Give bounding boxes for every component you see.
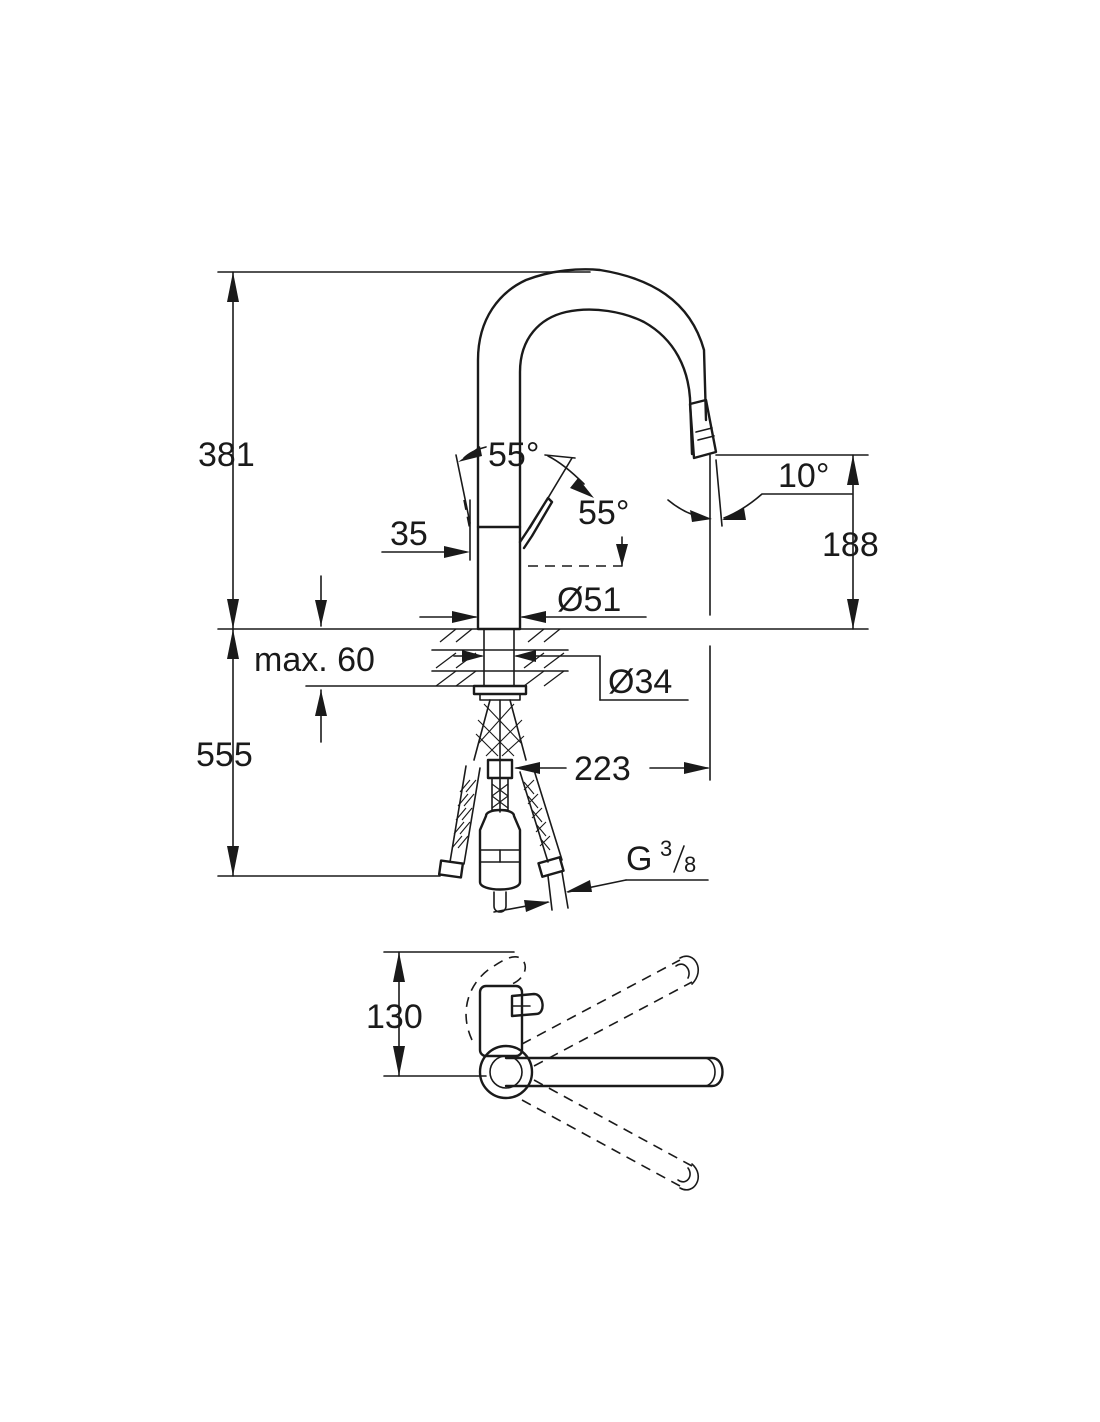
- dimension-max-60-label: max. 60: [254, 641, 375, 679]
- dimension-555-label: 555: [196, 736, 253, 774]
- spout-gooseneck: [476, 268, 718, 529]
- plan-spout-rotated-down: [521, 1079, 699, 1191]
- lever-position-marker: [528, 536, 628, 567]
- dimension-d51: [419, 611, 647, 623]
- plan-spout-center: [504, 1056, 724, 1088]
- dimension-35: [381, 499, 471, 561]
- dimension-381: [217, 271, 591, 630]
- hose-weight: [478, 808, 522, 913]
- plan-view: 130: [366, 951, 724, 1191]
- countertop-section: [431, 628, 569, 687]
- dimension-555: [217, 628, 441, 877]
- side-elevation-view: 381 188 10° 55: [196, 268, 879, 913]
- lever-swing-arc: [465, 955, 527, 1041]
- g-thread-label: G: [626, 840, 652, 878]
- dimension-381-label: 381: [198, 436, 255, 474]
- g-thread-denominator: 8: [684, 852, 696, 877]
- dimension-max-60: [305, 575, 485, 743]
- faucet-body: [476, 525, 522, 631]
- g-thread-fraction-slash: [673, 845, 685, 873]
- g-thread-numerator: 3: [660, 836, 672, 861]
- dimension-35-label: 35: [390, 515, 428, 553]
- dimension-188: [715, 454, 869, 630]
- lever-handle: [518, 496, 554, 550]
- dimension-130-label: 130: [366, 998, 423, 1036]
- left-supply-hose: [437, 765, 481, 879]
- dimension-d34: [453, 650, 689, 701]
- dimension-d34-label: Ø34: [608, 663, 672, 701]
- plan-base-ring: [478, 1044, 534, 1100]
- right-supply-hose: [519, 769, 569, 911]
- angle-55-top: [455, 446, 594, 531]
- dimension-d51-label: Ø51: [557, 581, 621, 619]
- dimension-223-label: 223: [574, 750, 631, 788]
- dimension-130: [383, 951, 515, 1077]
- dimension-188-label: 188: [822, 526, 879, 564]
- plan-spout-rotated-up: [521, 955, 699, 1067]
- angle-10-degrees: [667, 454, 853, 616]
- mounting-hardware: [472, 684, 528, 813]
- angle-55-side-label: 55°: [578, 494, 629, 532]
- angle-55-top-label: 55°: [488, 436, 539, 474]
- angle-10-label: 10°: [778, 457, 829, 495]
- dimension-g-thread: [493, 879, 709, 913]
